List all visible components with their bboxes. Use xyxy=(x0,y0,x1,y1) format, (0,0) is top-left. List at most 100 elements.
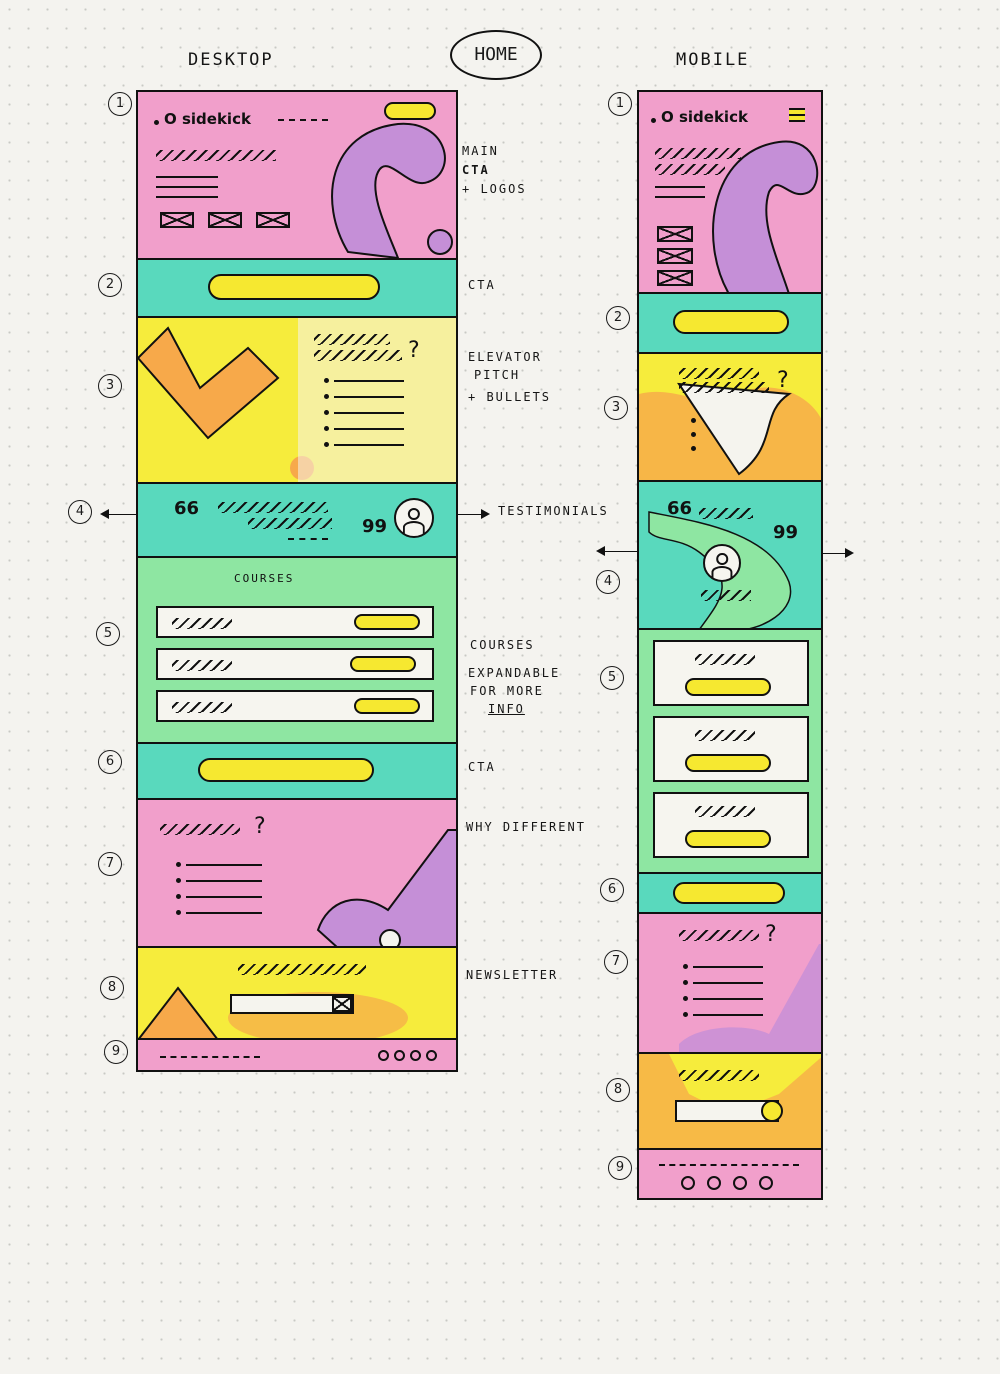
mobile-why-different-section: ? xyxy=(639,914,821,1054)
mobile-section-number: 7 xyxy=(604,950,628,974)
course-expand-button[interactable] xyxy=(685,830,771,848)
course-card[interactable] xyxy=(653,716,809,782)
cta-button[interactable] xyxy=(208,274,380,300)
social-icon[interactable] xyxy=(733,1176,747,1190)
footer-links[interactable] xyxy=(160,1056,260,1058)
newsletter-email-input[interactable] xyxy=(230,994,354,1014)
course-expand-button[interactable] xyxy=(354,698,420,714)
mobile-swipe-right-arrow xyxy=(820,548,854,558)
desktop-section-number: 4 xyxy=(68,500,92,524)
client-logo xyxy=(657,270,693,286)
why-different-question-mark: ? xyxy=(765,922,777,947)
bullet-line xyxy=(334,380,404,382)
course-card[interactable] xyxy=(653,640,809,706)
quote-open-icon: 66 xyxy=(174,498,200,519)
newsletter-submit-button[interactable] xyxy=(332,996,352,1012)
desktop-courses-section: COURSES xyxy=(138,558,456,744)
desktop-cta-section-2 xyxy=(138,744,456,800)
header-cta-button[interactable] xyxy=(384,102,436,120)
cta-button[interactable] xyxy=(198,758,374,782)
desktop-hero-section: O sidekick xyxy=(138,92,456,260)
elevator-headline xyxy=(679,382,769,393)
hero-headline xyxy=(156,150,276,161)
cta-button[interactable] xyxy=(673,310,789,334)
swipe-right-arrow xyxy=(438,509,490,519)
bullet-dot xyxy=(683,964,688,969)
cta-button[interactable] xyxy=(673,882,785,904)
course-expand-button[interactable] xyxy=(685,754,771,772)
desktop-section-number: 3 xyxy=(98,374,122,398)
note-pitch: PITCH xyxy=(474,368,521,382)
mobile-testimonials-section: 66 99 xyxy=(639,482,821,630)
hero-text-line xyxy=(156,176,218,178)
mobile-logo[interactable]: O sidekick xyxy=(661,108,748,126)
orange-shape xyxy=(639,1054,821,1148)
social-icon[interactable] xyxy=(759,1176,773,1190)
why-different-headline xyxy=(679,930,759,941)
social-icon[interactable] xyxy=(410,1050,421,1061)
hero-headline xyxy=(655,148,741,159)
mobile-cta-section xyxy=(639,294,821,354)
bullet-dot xyxy=(691,446,696,451)
course-title xyxy=(172,702,232,713)
mobile-section-number: 9 xyxy=(608,1156,632,1180)
logo-dot xyxy=(154,120,159,125)
client-logo xyxy=(657,226,693,242)
hero-text-line xyxy=(156,196,218,198)
mobile-section-number: 6 xyxy=(600,878,624,902)
desktop-cta-section xyxy=(138,260,456,318)
desktop-section-number: 1 xyxy=(108,92,132,116)
course-card[interactable] xyxy=(156,648,434,680)
desktop-logo[interactable]: O sidekick xyxy=(164,110,251,128)
course-expand-button[interactable] xyxy=(350,656,416,672)
client-logo xyxy=(160,212,194,228)
bullet-line xyxy=(334,412,404,414)
course-card[interactable] xyxy=(653,792,809,858)
bullet-dot xyxy=(176,894,181,899)
bullet-line xyxy=(186,880,262,882)
bullet-dot xyxy=(683,980,688,985)
nav-links[interactable] xyxy=(278,119,328,121)
course-title xyxy=(695,654,755,665)
home-label: HOME xyxy=(450,30,542,80)
social-icon[interactable] xyxy=(681,1176,695,1190)
course-card[interactable] xyxy=(156,606,434,638)
hero-headline xyxy=(655,164,725,175)
mobile-wireframe: O sidekick ? 66 99 xyxy=(637,90,823,1200)
purple-check-shape xyxy=(679,944,821,1052)
course-expand-button[interactable] xyxy=(354,614,420,630)
note-expandable: EXPANDABLE xyxy=(468,666,561,680)
hero-text-line xyxy=(655,196,705,198)
footer-links[interactable] xyxy=(659,1164,799,1166)
course-card[interactable] xyxy=(156,690,434,722)
social-icon[interactable] xyxy=(394,1050,405,1061)
hamburger-menu-icon[interactable] xyxy=(789,108,805,122)
social-icon[interactable] xyxy=(378,1050,389,1061)
newsletter-submit-button[interactable] xyxy=(761,1100,783,1122)
note-main: MAIN xyxy=(462,144,499,158)
hero-text-line xyxy=(156,186,218,188)
orange-check-shape xyxy=(138,318,456,482)
purple-hook-shape xyxy=(331,122,453,258)
bullet-dot xyxy=(324,426,329,431)
course-expand-button[interactable] xyxy=(685,678,771,696)
note-cta-2: CTA xyxy=(468,760,496,774)
purple-hook-shape xyxy=(712,140,819,292)
desktop-footer-section xyxy=(138,1040,456,1070)
elevator-headline xyxy=(314,334,390,345)
note-logos: + LOGOS xyxy=(462,182,527,196)
testimonial-author xyxy=(701,590,751,601)
bullet-line xyxy=(693,982,763,984)
desktop-heading: DESKTOP xyxy=(188,50,274,70)
mobile-newsletter-section xyxy=(639,1054,821,1150)
elevator-headline xyxy=(314,350,402,361)
mobile-section-number: 3 xyxy=(604,396,628,420)
mobile-section-number: 2 xyxy=(606,306,630,330)
desktop-section-number: 5 xyxy=(96,622,120,646)
mobile-section-number: 5 xyxy=(600,666,624,690)
client-logo xyxy=(208,212,242,228)
note-courses: COURSES xyxy=(470,638,535,652)
mobile-section-number: 1 xyxy=(608,92,632,116)
social-icon[interactable] xyxy=(426,1050,437,1061)
social-icon[interactable] xyxy=(707,1176,721,1190)
